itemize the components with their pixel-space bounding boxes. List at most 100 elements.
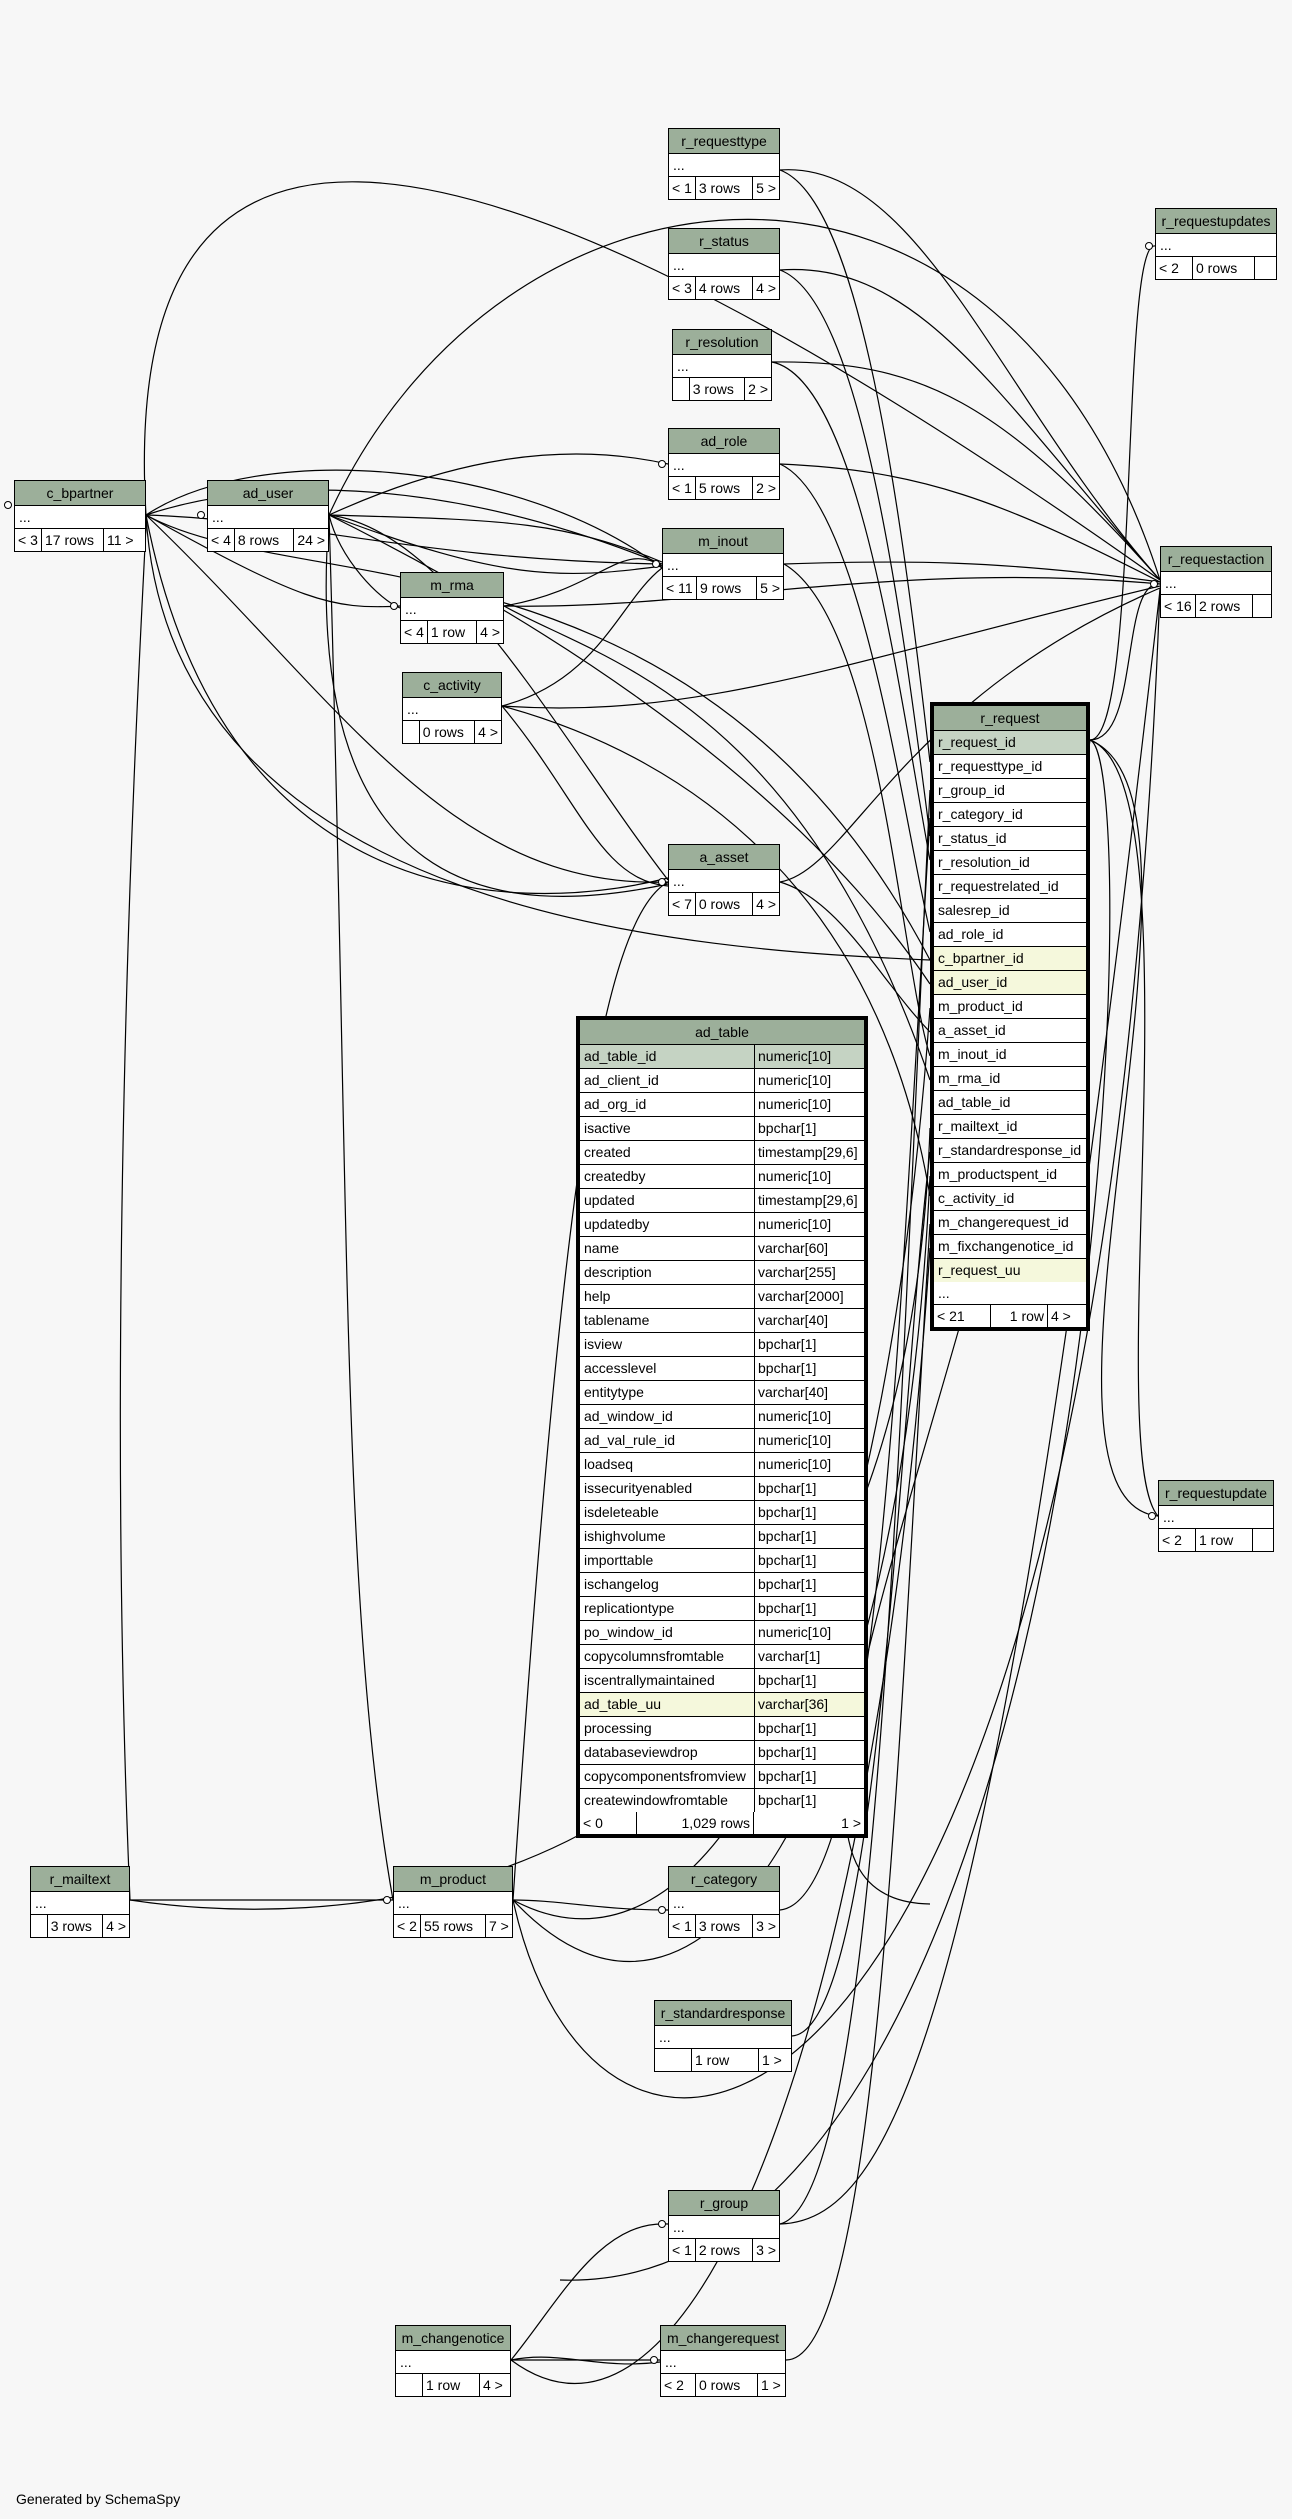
- column-row[interactable]: ad_role_id: [934, 923, 1086, 947]
- column-row[interactable]: r_category_id: [934, 803, 1086, 827]
- column-row[interactable]: ad_user_id: [934, 971, 1086, 995]
- column-row[interactable]: c_activity_id: [934, 1187, 1086, 1211]
- column-row[interactable]: m_rma_id: [934, 1067, 1086, 1091]
- column-type: timestamp[29,6]: [754, 1141, 864, 1164]
- column-name: r_resolution_id: [938, 854, 1030, 870]
- column-row[interactable]: m_changerequest_id: [934, 1211, 1086, 1235]
- relationship-line: [503, 605, 931, 1081]
- columns-ellipsis: ...: [401, 598, 503, 621]
- columns-ellipsis: ...: [673, 355, 771, 378]
- column-name: ishighvolume: [584, 1528, 666, 1544]
- column-row[interactable]: c_bpartner_id: [934, 947, 1086, 971]
- table-title: r_requestupdates: [1156, 209, 1276, 234]
- column-name: tablename: [584, 1312, 650, 1328]
- column-row[interactable]: r_request_uu: [934, 1259, 1086, 1282]
- column-row[interactable]: r_request_id: [934, 731, 1086, 755]
- column-row[interactable]: m_inout_id: [934, 1043, 1086, 1067]
- optional-marker: [1148, 1512, 1156, 1520]
- column-name: salesrep_id: [938, 902, 1010, 918]
- column-row[interactable]: a_asset_id: [934, 1019, 1086, 1043]
- column-row[interactable]: r_requesttype_id: [934, 755, 1086, 779]
- column-row[interactable]: r_resolution_id: [934, 851, 1086, 875]
- columns-ellipsis: ...: [1159, 1506, 1273, 1529]
- column-row[interactable]: m_fixchangenotice_id: [934, 1235, 1086, 1259]
- column-row[interactable]: r_status_id: [934, 827, 1086, 851]
- column-row[interactable]: ad_table_id: [934, 1091, 1086, 1115]
- column-row[interactable]: r_group_id: [934, 779, 1086, 803]
- column-name: databaseviewdrop: [584, 1744, 698, 1760]
- column-row[interactable]: r_requestrelated_id: [934, 875, 1086, 899]
- columns-ellipsis: ...: [403, 698, 501, 721]
- column-row[interactable]: m_product_id: [934, 995, 1086, 1019]
- column-type: bpchar[1]: [754, 1597, 864, 1620]
- column-name: r_mailtext_id: [938, 1118, 1018, 1134]
- column-type: varchar[255]: [754, 1261, 864, 1284]
- table-title: m_changerequest: [661, 2326, 785, 2351]
- column-row[interactable]: r_mailtext_id: [934, 1115, 1086, 1139]
- column-row[interactable]: m_productspent_id: [934, 1163, 1086, 1187]
- relationship-line: [143, 181, 1161, 581]
- column-row[interactable]: salesrep_id: [934, 899, 1086, 923]
- column-row[interactable]: r_standardresponse_id: [934, 1139, 1086, 1163]
- column-name: ad_window_id: [584, 1408, 673, 1424]
- column-name: m_changerequest_id: [938, 1214, 1069, 1230]
- column-name: processing: [584, 1720, 652, 1736]
